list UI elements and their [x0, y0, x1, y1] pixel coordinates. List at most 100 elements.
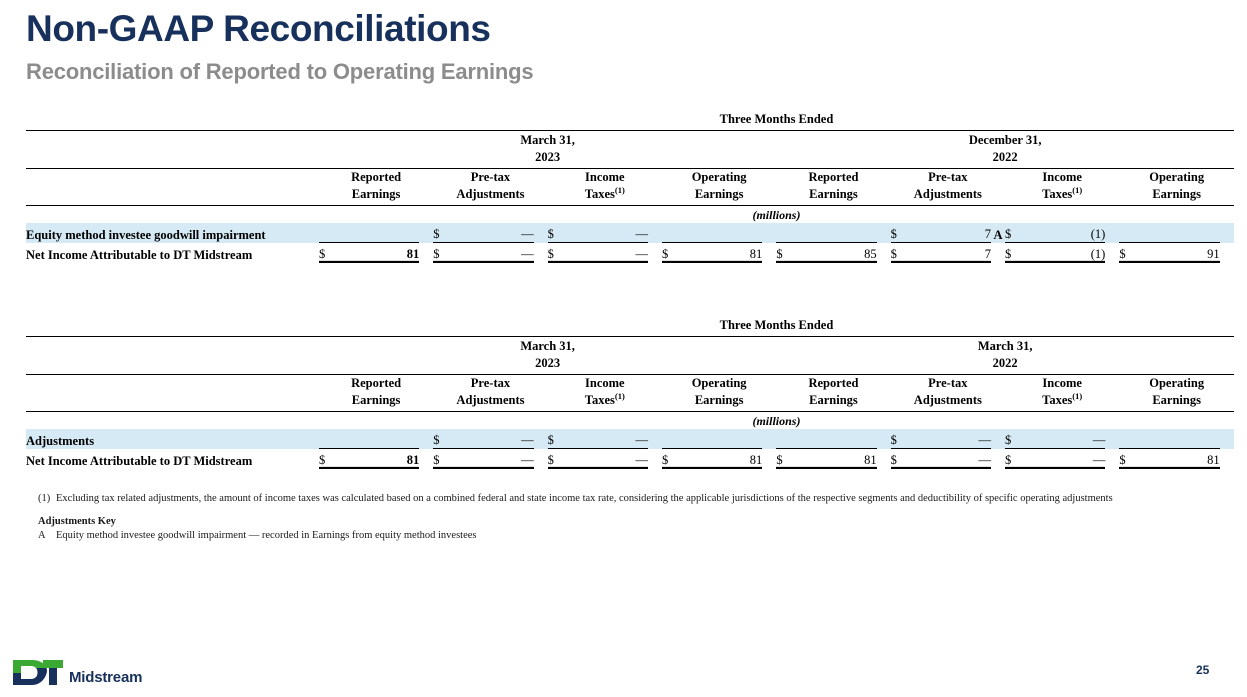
- cell-currency: $: [1005, 448, 1022, 470]
- table-2-col-operating-2023-l2: Earnings: [694, 393, 744, 408]
- page-title: Non-GAAP Reconciliations: [26, 8, 491, 49]
- cell-key-marker: [648, 429, 662, 449]
- cell-value: —: [1021, 429, 1106, 450]
- cell-value: 81: [792, 448, 877, 470]
- reconciliation-table-2: Three Months Ended March 31, March 31, 2…: [26, 316, 1234, 470]
- cell-currency: $: [890, 242, 907, 264]
- table-1-col-reported-2022-l1: Reported: [808, 170, 859, 184]
- cell-currency: $: [433, 242, 450, 264]
- cell-key-marker: [991, 243, 1005, 263]
- table-row: Equity method investee goodwill impairme…: [26, 223, 1234, 244]
- cell-key-marker: A: [993, 227, 1003, 242]
- row-gap: [311, 429, 319, 449]
- cell-value: 81: [334, 242, 420, 264]
- table-1-col-pretax-2023-l2: Adjustments: [456, 187, 525, 202]
- cell-value: —: [563, 448, 648, 470]
- cell-key-marker: [1105, 449, 1119, 469]
- cell-currency: $: [1119, 242, 1136, 264]
- cell-value: [1135, 429, 1220, 450]
- cell-key-marker: [1220, 449, 1234, 469]
- cell-value: —: [449, 429, 534, 450]
- table-1-colhdr-row-1: Reported Pre-tax Income Operating Report…: [26, 169, 1234, 186]
- cell-key-marker: [762, 243, 776, 263]
- cell-value: [334, 429, 420, 450]
- cell-value: [334, 223, 420, 244]
- taxes-footnote-ref-t2-2023: (1): [614, 391, 625, 401]
- cell-value: [1135, 223, 1220, 244]
- table-1-colhdr-row-2: Earnings Adjustments Taxes(1) Earnings E…: [26, 185, 1234, 202]
- cell-currency: $: [890, 448, 907, 470]
- cell-currency: $: [661, 242, 679, 264]
- adjustments-key-text: Equity method investee goodwill impairme…: [56, 530, 477, 541]
- table-1-rule-top: [26, 127, 1234, 131]
- table-2-colhdr-row-1: Reported Pre-tax Income Operating Report…: [26, 375, 1234, 392]
- cell-currency: [318, 223, 335, 244]
- table-1-col-operating-2023-l2: Earnings: [694, 187, 744, 202]
- taxes-footnote-ref-2022: (1): [1072, 185, 1083, 195]
- table-2-col-pretax-2022-l2: Adjustments: [913, 393, 982, 408]
- cell-key-marker: [534, 223, 548, 243]
- table-1-rule-headers: [26, 202, 1234, 207]
- table-1-col-taxes-2022-l2: Taxes(1): [1005, 185, 1119, 202]
- cell-currency: [776, 223, 793, 244]
- row-gap: [311, 449, 319, 469]
- cell-currency: $: [318, 242, 335, 264]
- table-total-row: Net Income Attributable to DT Midstream$…: [26, 448, 1234, 470]
- cell-currency: $: [318, 448, 335, 470]
- cell-key-marker: [419, 449, 433, 469]
- table-1-col-operating-2023-l1: Operating: [691, 170, 747, 184]
- cell-value: [678, 429, 763, 450]
- table-2-col-reported-2023-l1: Reported: [351, 376, 402, 390]
- page-subtitle: Reconciliation of Reported to Operating …: [26, 59, 534, 84]
- table-1-units-row: (millions): [26, 206, 1234, 224]
- cell-currency: [1119, 429, 1136, 450]
- cell-value: [678, 223, 763, 244]
- table-2-colhdr-row-2: Earnings Adjustments Taxes(1) Earnings E…: [26, 391, 1234, 408]
- taxes-label-2022: Taxes: [1042, 187, 1073, 202]
- table-1-period-right-line2: 2022: [992, 150, 1018, 164]
- taxes-label-2023: Taxes: [584, 187, 615, 202]
- table-2-span-title-row: Three Months Ended: [26, 316, 1234, 333]
- cell-key-marker: [877, 243, 891, 263]
- cell-currency: $: [1119, 448, 1136, 470]
- table-1-col-operating-2022-l1: Operating: [1149, 170, 1205, 184]
- table-2-rule-periods: [26, 371, 1234, 375]
- cell-value: —: [906, 448, 991, 470]
- table-2-col-taxes-2023-l1: Income: [585, 376, 625, 390]
- dt-midstream-logo: Midstream: [12, 655, 142, 687]
- table-1-col-reported-2023-l2: Earnings: [351, 187, 401, 202]
- table-2-units-row: (millions): [26, 412, 1234, 430]
- table-2-col-operating-2022-l2: Earnings: [1152, 393, 1201, 408]
- row-label: Adjustments: [26, 433, 95, 448]
- row-gap: [311, 223, 319, 243]
- table-2-col-reported-2022-l1: Reported: [808, 376, 859, 390]
- cell-value: —: [906, 429, 991, 450]
- cell-key-marker: [877, 223, 891, 243]
- cell-key-marker: [1220, 429, 1234, 449]
- table-1-col-taxes-2022-l1: Income: [1042, 170, 1082, 184]
- cell-key-marker: [991, 429, 1005, 449]
- cell-key-marker: [762, 223, 776, 243]
- table-2-period-row-2: 2023 2022: [26, 354, 1234, 371]
- cell-key-marker: [1220, 243, 1234, 263]
- cell-currency: $: [890, 429, 907, 450]
- table-2-period-left-line1: March 31,: [520, 339, 575, 353]
- table-total-row: Net Income Attributable to DT Midstream$…: [26, 242, 1234, 264]
- dt-logo-icon: [12, 659, 64, 687]
- footnote-1-marker: (1): [38, 493, 51, 504]
- table-2-col-pretax-2023-l1: Pre-tax: [470, 376, 511, 390]
- table-2-units: (millions): [752, 414, 801, 429]
- cell-value: (1): [1021, 242, 1106, 264]
- cell-value: —: [449, 242, 534, 264]
- cell-currency: [661, 429, 679, 450]
- cell-value: 7: [906, 242, 991, 264]
- cell-currency: [661, 223, 679, 244]
- table-2-period-right-line2: 2022: [992, 356, 1018, 370]
- cell-value: —: [1021, 448, 1106, 470]
- table-1-period-row-2: 2023 2022: [26, 148, 1234, 165]
- page-number: 25: [1196, 663, 1210, 677]
- cell-key-marker: [991, 449, 1005, 469]
- adjustments-key-heading: Adjustments Key: [38, 516, 116, 527]
- taxes-footnote-ref-2023: (1): [614, 185, 625, 195]
